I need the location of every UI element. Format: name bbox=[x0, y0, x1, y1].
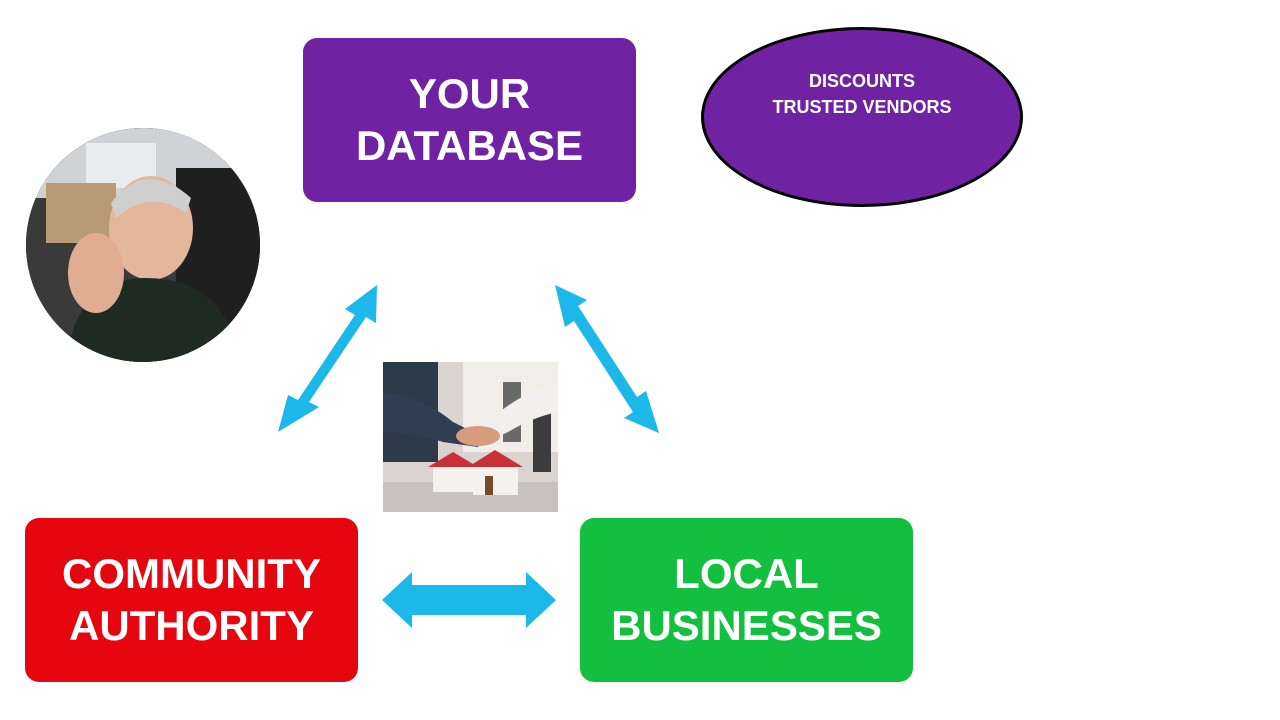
database-line1: YOUR bbox=[408, 69, 531, 117]
local-businesses-box: LOCAL BUSINESSES bbox=[580, 518, 913, 682]
handshake-house-photo bbox=[383, 362, 558, 512]
local-line1: LOCAL bbox=[674, 549, 819, 597]
handshake-house-image bbox=[383, 362, 558, 512]
community-authority-box: COMMUNITY AUTHORITY bbox=[25, 518, 358, 682]
double-arrow-bottom-icon bbox=[382, 572, 556, 628]
community-line1: COMMUNITY bbox=[62, 549, 321, 597]
presenter-webcam bbox=[26, 128, 260, 362]
double-arrow-left-icon bbox=[278, 285, 377, 432]
oval-line1: DISCOUNTS bbox=[808, 71, 915, 91]
oval-line2: TRUSTED VENDORS bbox=[772, 97, 952, 118]
local-line2: BUSINESSES bbox=[611, 602, 882, 649]
presenter-photo bbox=[26, 128, 260, 362]
your-database-box: YOUR DATABASE bbox=[303, 38, 636, 202]
database-line2: DATABASE bbox=[355, 122, 584, 169]
community-line2: AUTHORITY bbox=[68, 602, 314, 649]
double-arrow-right-icon bbox=[555, 285, 659, 433]
discounts-oval: DISCOUNTS TRUSTED VENDORS bbox=[701, 27, 1023, 207]
